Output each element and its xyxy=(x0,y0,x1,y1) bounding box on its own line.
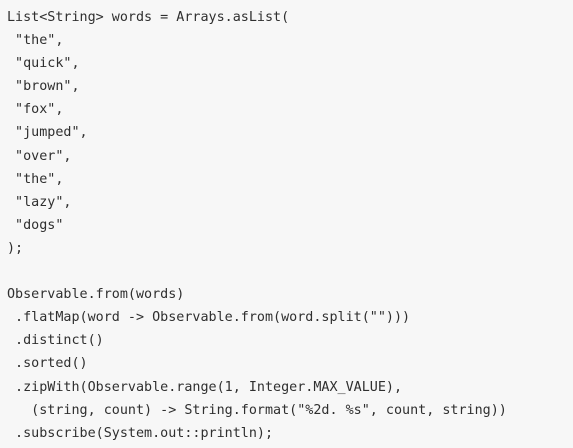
code-line: "lazy", xyxy=(7,194,72,210)
code-line: .sorted() xyxy=(7,356,88,372)
code-block: List<String> words = Arrays.asList( "the… xyxy=(7,6,573,445)
code-line: ); xyxy=(7,240,24,256)
code-line: "quick", xyxy=(7,56,80,72)
code-line: "jumped", xyxy=(7,125,88,141)
code-line: .zipWith(Observable.range(1, Integer.MAX… xyxy=(7,379,403,395)
code-line: .flatMap(word -> Observable.from(word.sp… xyxy=(7,310,411,326)
code-line: "brown", xyxy=(7,79,80,95)
code-line: .subscribe(System.out::println); xyxy=(7,425,274,441)
code-line: "the", xyxy=(7,33,64,49)
code-line: Observable.from(words) xyxy=(7,287,185,303)
code-line: (string, count) -> String.format("%2d. %… xyxy=(7,402,507,418)
code-line: "over", xyxy=(7,148,72,164)
code-line: List<String> words = Arrays.asList( xyxy=(7,10,290,25)
code-line: .distinct() xyxy=(7,333,104,349)
code-line: "fox", xyxy=(7,102,64,118)
code-line xyxy=(7,260,573,283)
code-line: "the", xyxy=(7,171,64,187)
code-line: "dogs" xyxy=(7,217,64,233)
